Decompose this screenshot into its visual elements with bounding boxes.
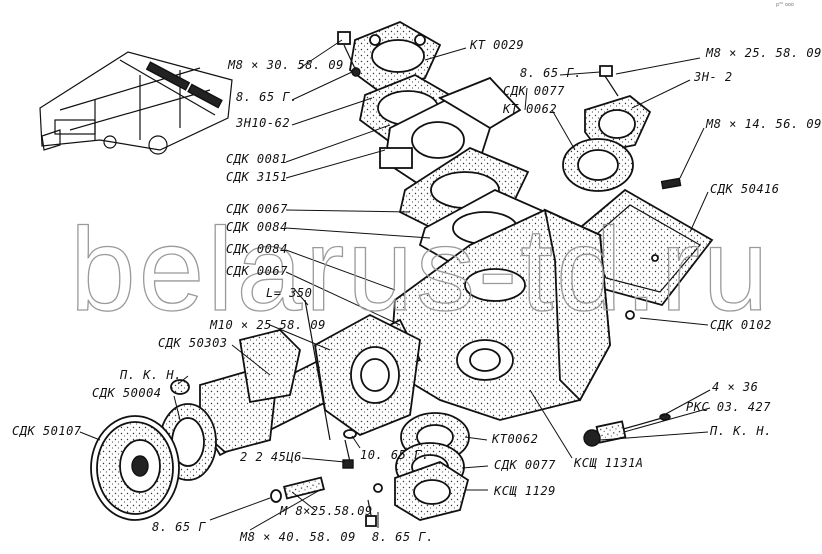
label-zn2: ЗН- 2 (694, 70, 733, 84)
tractor-frame-inset (39, 51, 233, 155)
label-sdk3151: СДК 3151 (226, 170, 288, 184)
plug-pkn-left (170, 379, 190, 395)
corner-mark: р²⁰ ооо (776, 2, 794, 8)
label-ksshch1131a: КСЩ 1131А (574, 456, 644, 470)
bolt-m8x25-top (599, 65, 619, 97)
label-sdk0084-a: СДК 0084 (226, 220, 288, 234)
bolt-m8x14 (660, 177, 682, 190)
top-flange-kt0029 (349, 21, 442, 93)
label-m8x40: М8 × 40. 58. 09 (240, 530, 356, 544)
label-pin-4x36: 4 × 36 (712, 380, 759, 394)
end-flange-sdk50107 (90, 415, 180, 521)
bolt-2245 (342, 439, 354, 469)
label-washer-865-bottom-right: 8. 65 Г. (372, 530, 434, 544)
label-m8x25-bottom: М 8×25.58.09 (280, 504, 373, 518)
label-kt0029: КТ 0029 (470, 38, 525, 52)
label-m10x25: М10 × 25 58. 09 (210, 318, 326, 332)
label-ksshch1129: КСЩ 1129 (494, 484, 556, 498)
label-sdk0077-bottom: СДК 0077 (494, 458, 556, 472)
bolt-m8x25-bottom (365, 483, 383, 527)
label-m8x30-top: М8 × 30. 58. 09 (228, 58, 344, 72)
label-rks03427: РКС 03. 427 (686, 400, 771, 414)
pin-4x36-and-plug-rks03427 (583, 413, 671, 447)
bracket-sdk50303 (199, 329, 301, 453)
bottom-flange-ksshch1129 (394, 461, 470, 521)
label-m8x14: М8 × 14. 56. 09 (706, 117, 822, 131)
label-sdk50303: СДК 50303 (158, 336, 228, 350)
leader-lines (79, 39, 711, 531)
label-sdk50107: СДК 50107 (12, 424, 82, 438)
label-kt0062-bottom: КТ0062 (492, 432, 539, 446)
housing-ksshch1131a (389, 208, 611, 421)
gasket-sdk0077-top (562, 138, 634, 192)
pin-l350 (304, 299, 331, 441)
label-sdk0077-top: СДК 0077 (503, 84, 565, 98)
label-sdk50004: СДК 50004 (92, 386, 162, 400)
label-sdk0067-a: СДК 0067 (226, 202, 288, 216)
flange-zn2 (584, 94, 652, 153)
bolt-m8x40 (270, 476, 325, 503)
label-zn1062: ЗН10-62 (236, 116, 291, 130)
label-washer-865-left: 8. 65 Г. (236, 90, 298, 104)
diagram-canvas: belarus-td.ru р²⁰ ооо М8 × 30. 58. 09 КТ… (12, 2, 822, 544)
label-sdk0081: СДК 0081 (226, 152, 288, 166)
label-pkn-left: П. К. Н. (120, 368, 182, 382)
label-bolt-2245: 2 2 45Ц6 (240, 450, 302, 464)
label-sdk0084-b: СДК 0084 (226, 242, 288, 256)
label-kt0062-top: КТ 0062 (503, 102, 558, 116)
label-sdk0102: СДК 0102 (710, 318, 772, 332)
label-washer-865-top: 8. 65 Г. (520, 66, 582, 80)
label-pkn-right: П. К. Н. (710, 424, 772, 438)
mid-flange (314, 313, 421, 437)
label-sdk0067-b: СДК 0067 (226, 264, 288, 278)
label-washer-1065: 10. 65 Г. (360, 448, 430, 462)
exploded-assembly-drawing (39, 21, 714, 531)
washer-1065 (343, 429, 357, 439)
label-length-350: L= 350 (266, 286, 313, 300)
label-sdk50416: СДК 50416 (710, 182, 780, 196)
label-washer-865-bottom-left: 8. 65 Г (152, 520, 207, 534)
label-m8x25-top: М8 × 25. 58. 09 (706, 46, 822, 60)
